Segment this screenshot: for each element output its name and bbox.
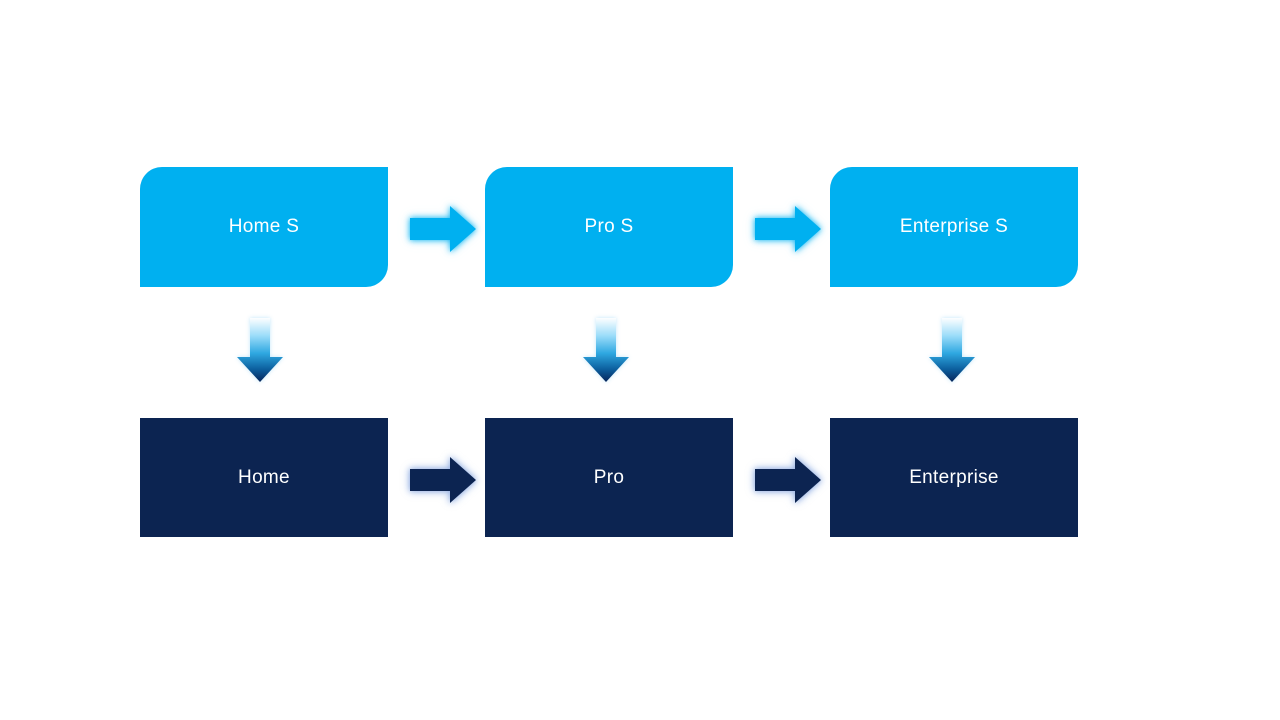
node-enterprise-label: Enterprise [909, 466, 999, 488]
down-arrow-icon [583, 318, 629, 382]
node-enterprise-s: Enterprise S [830, 167, 1078, 287]
right-arrow-icon [410, 457, 476, 503]
node-pro-s: Pro S [485, 167, 733, 287]
node-pro-label: Pro [593, 466, 625, 488]
right-arrow-icon [755, 206, 821, 252]
node-home-s: Home S [140, 167, 388, 287]
node-pro: Pro [485, 418, 733, 537]
node-enterprise-s-label: Enterprise S [899, 216, 1009, 237]
node-enterprise: Enterprise [830, 418, 1078, 537]
right-arrow-icon [755, 457, 821, 503]
right-arrow-icon [410, 206, 476, 252]
down-arrow-icon [929, 318, 975, 382]
down-arrow-icon [237, 318, 283, 382]
node-home-label: Home [238, 466, 290, 488]
node-home: Home [140, 418, 388, 537]
node-home-s-label: Home S [228, 216, 300, 237]
node-pro-s-label: Pro S [584, 216, 634, 237]
